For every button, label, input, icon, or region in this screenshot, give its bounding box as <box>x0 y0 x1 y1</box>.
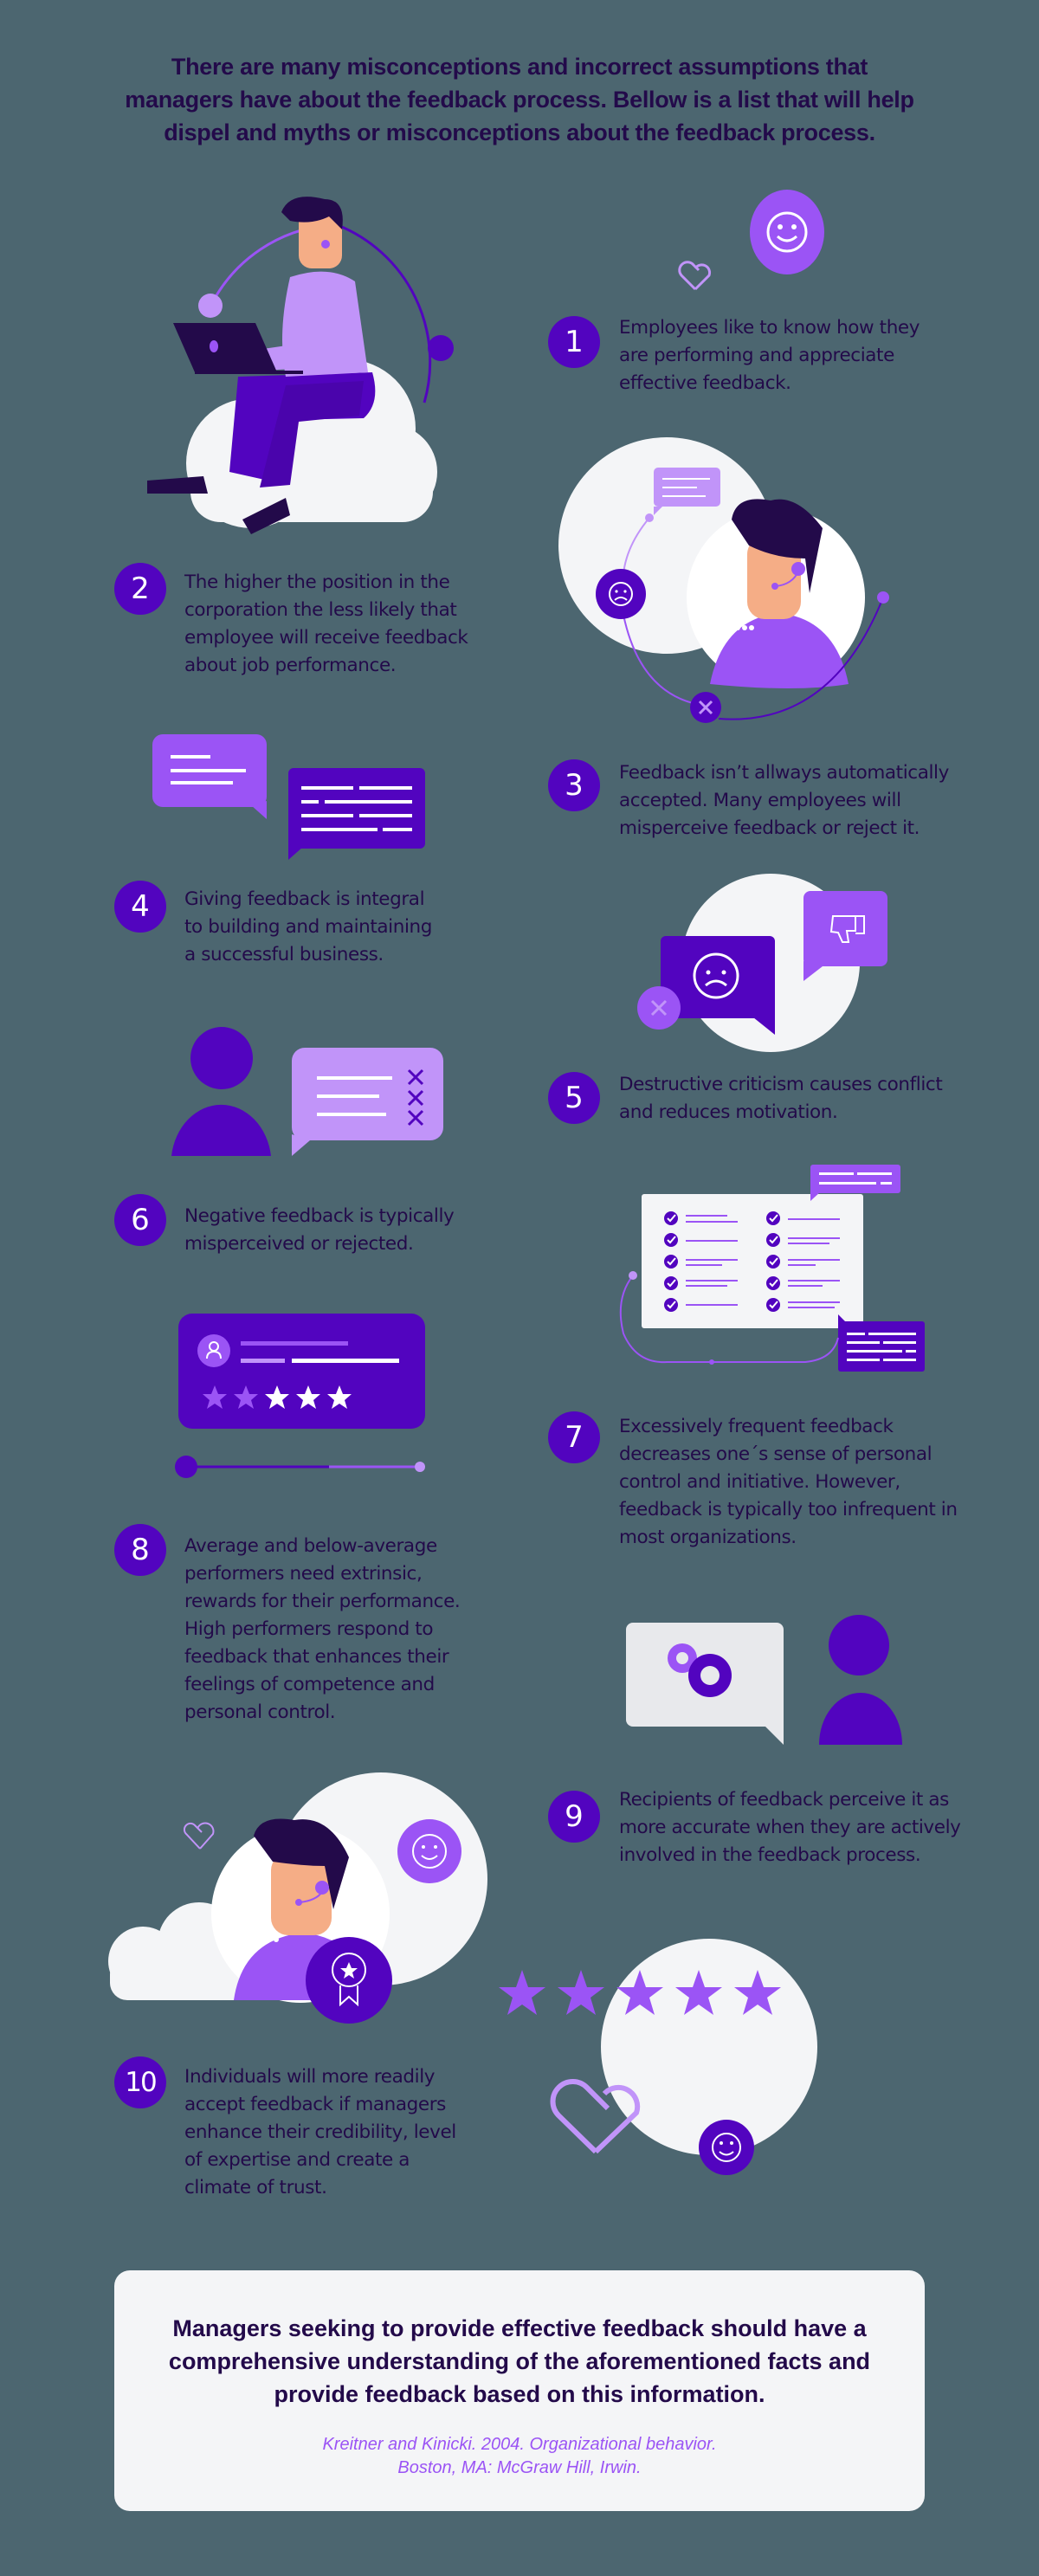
item-text: Excessively frequent feedback decreases … <box>619 1416 958 1548</box>
item-number-badge: 5 <box>548 1072 600 1124</box>
person-award-illustration <box>108 1772 487 2024</box>
citation: Kreitner and Kinicki. 2004. Organization… <box>114 2433 925 2480</box>
star-icon <box>296 1385 320 1409</box>
stars-heart-illustration <box>499 1939 817 2175</box>
chat-bubbles-illustration <box>152 734 425 860</box>
rating-card <box>178 1314 425 1429</box>
item-text: Giving feedback is integral to building … <box>184 888 433 965</box>
negative-feedback-illustration <box>637 874 887 1052</box>
item-text: Destructive criticism causes conflict an… <box>619 1074 943 1123</box>
gears-user-illustration <box>626 1615 902 1745</box>
citation-line: Kreitner and Kinicki. 2004. Organization… <box>322 2435 717 2454</box>
heart-icon <box>678 261 712 291</box>
intro-heading: There are many misconceptions and incorr… <box>125 54 914 145</box>
star-icon <box>203 1385 227 1409</box>
star-icon <box>616 1970 663 2015</box>
summary-card: Managers seeking to provide effective fe… <box>114 2270 925 2511</box>
star-icon <box>558 1970 604 2015</box>
summary-text: Managers seeking to provide effective fe… <box>168 2315 871 2407</box>
item-text: Employees like to know how they are perf… <box>619 317 920 394</box>
person-laptop-illustration <box>147 197 454 534</box>
progress-slider-decoration <box>175 1456 425 1478</box>
item-text: The higher the position in the corporati… <box>184 571 468 676</box>
item-text: Average and below-average performers nee… <box>184 1535 461 1723</box>
user-rejected-message-illustration <box>171 1027 443 1156</box>
star-icon <box>675 1970 722 2015</box>
star-icon <box>499 1970 545 2015</box>
item-number-badge: 4 <box>114 881 166 933</box>
item-number-badge: 6 <box>114 1194 166 1246</box>
support-person-illustration <box>558 437 889 723</box>
item-text: Individuals will more readily accept fee… <box>184 2066 456 2198</box>
item-number-badge: 8 <box>114 1524 166 1576</box>
star-icon <box>734 1970 781 2015</box>
item-text: Negative feedback is typically mispercei… <box>184 1205 455 1255</box>
item-number-badge: 10 <box>114 2056 166 2108</box>
item-number-badge: 7 <box>548 1411 600 1463</box>
checklist-illustration <box>619 1165 925 1372</box>
item-number-badge: 1 <box>548 316 600 368</box>
star-rating <box>203 1385 352 1409</box>
item-number-badge: 9 <box>548 1791 600 1843</box>
star-icon <box>234 1385 258 1409</box>
citation-line: Boston, MA: McGraw Hill, Irwin. <box>397 2458 642 2477</box>
smiley-face-icon <box>750 190 824 274</box>
star-icon <box>265 1385 289 1409</box>
item-number-badge: 2 <box>114 563 166 615</box>
item-text: Feedback isn’t allways automatically acc… <box>619 762 949 839</box>
item-text: Recipients of feedback perceive it as mo… <box>619 1789 961 1866</box>
item-number-badge: 3 <box>548 759 600 811</box>
star-icon <box>327 1385 352 1409</box>
user-icon <box>197 1334 230 1367</box>
